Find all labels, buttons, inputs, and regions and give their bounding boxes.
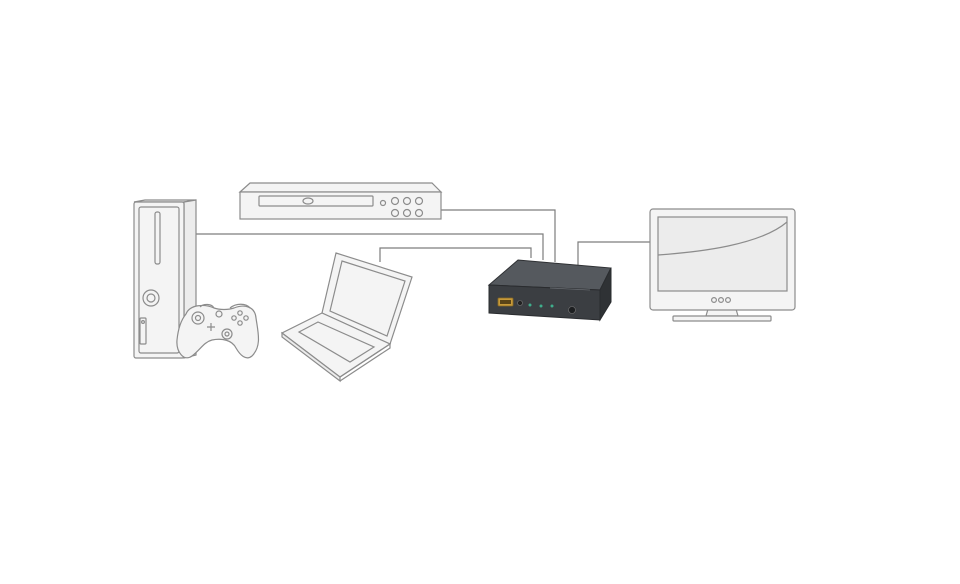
monitor-icon — [649, 208, 796, 322]
hdmi-switch-icon — [487, 259, 612, 322]
cables — [196, 209, 650, 266]
game-console-icon — [133, 199, 197, 359]
disc-player-icon — [238, 182, 443, 220]
led-3 — [550, 304, 554, 308]
laptop-icon — [280, 252, 413, 383]
cable-player-to-switch — [441, 209, 556, 262]
led-2 — [539, 304, 543, 308]
cable-switch-to-display — [577, 241, 650, 266]
ir-jack — [517, 300, 523, 306]
select-button — [568, 306, 576, 314]
gamepad-icon — [176, 303, 260, 359]
cable-laptop-to-switch — [379, 247, 532, 262]
led-1 — [528, 303, 532, 307]
cable-console-to-switch — [196, 233, 544, 260]
